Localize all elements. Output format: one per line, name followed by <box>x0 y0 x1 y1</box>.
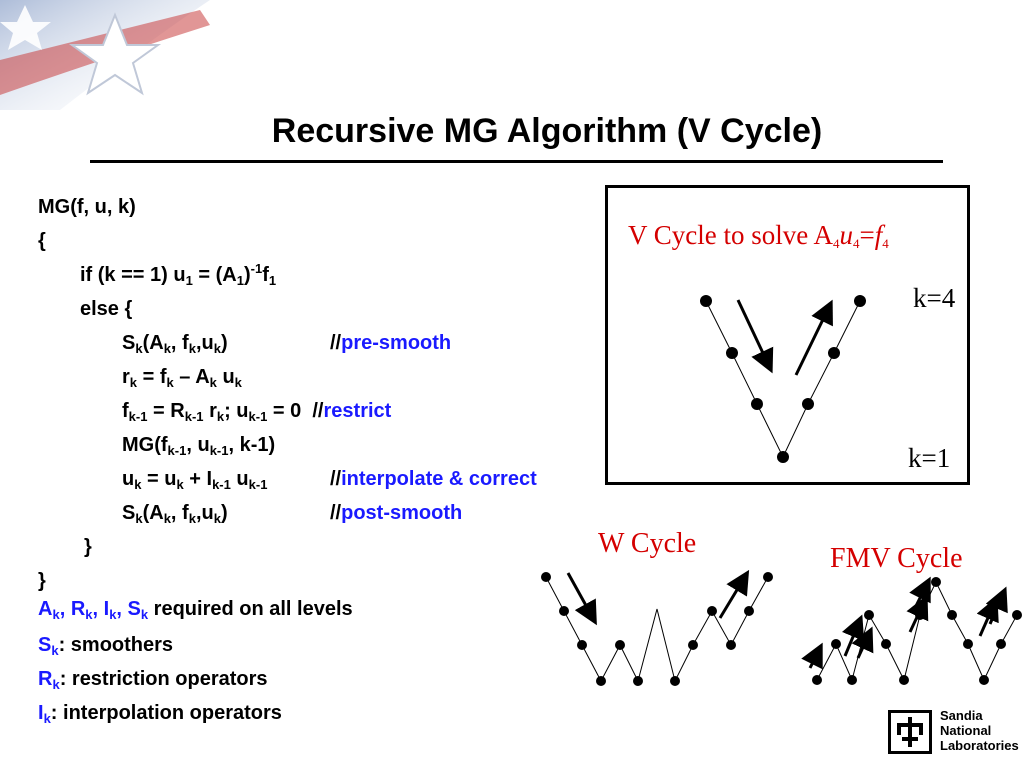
grid-node <box>707 606 717 616</box>
grid-node <box>899 675 909 685</box>
comment-interpolate: //interpolate & correct <box>330 468 537 490</box>
slide-title: Recursive MG Algorithm (V Cycle) <box>271 112 823 150</box>
grid-node <box>700 295 712 307</box>
up-arrow-icon <box>718 569 750 619</box>
star-icon <box>0 5 51 50</box>
code-line-post-smooth: Sk(Ak, fk,uk) <box>122 502 228 526</box>
fmv-cycle-diagram <box>801 576 1022 685</box>
grid-node <box>828 347 840 359</box>
grid-node <box>596 676 606 686</box>
grid-node <box>777 451 789 463</box>
grid-node <box>847 675 857 685</box>
code-line-pre-smooth: Sk(Ak, fk,uk) <box>122 332 228 356</box>
sandia-logo: Sandia National Laboratories <box>888 708 1019 758</box>
grid-node <box>751 398 763 410</box>
grid-node <box>670 676 680 686</box>
code-line-residual: rk = fk – Ak uk <box>122 366 242 390</box>
code-line-restrict: fk-1 = Rk-1 rk; uk-1 = 0 //restrict <box>122 400 392 424</box>
grid-node <box>744 606 754 616</box>
level-label-top: k=4 <box>913 283 956 313</box>
note-interpolation: Ik: interpolation operators <box>38 702 282 726</box>
code-line-recursive-call: MG(fk-1, uk-1, k-1) <box>122 434 276 458</box>
level-label-bottom: k=1 <box>908 443 951 473</box>
grid-node <box>559 606 569 616</box>
code-line-signature: MG(f, u, k) <box>38 196 136 218</box>
code-line-close-brace: } <box>38 570 46 592</box>
grid-node <box>615 640 625 650</box>
up-arrow-icon <box>801 642 823 670</box>
grid-node <box>688 640 698 650</box>
comment-restrict: //restrict <box>312 400 392 422</box>
code-line-open-brace: { <box>38 230 46 252</box>
up-arrow-icon <box>906 594 929 633</box>
up-arrow-icon <box>851 626 874 659</box>
down-arrow-icon <box>736 299 774 374</box>
comment-pre-smooth: //pre-smooth <box>330 332 452 354</box>
grid-node <box>996 639 1006 649</box>
note-restriction: Rk: restriction operators <box>38 668 268 692</box>
note-smoothers: Sk: smoothers <box>38 634 174 658</box>
up-arrow-icon <box>794 299 833 376</box>
grid-node <box>831 639 841 649</box>
code-line-base-case: if (k == 1) u1 = (A1)-1f1 <box>80 261 277 288</box>
grid-node <box>963 639 973 649</box>
grid-node <box>802 398 814 410</box>
grid-node <box>577 640 587 650</box>
grid-node <box>864 610 874 620</box>
grid-node <box>931 577 941 587</box>
sandia-logo-text: Sandia National Laboratories <box>940 708 1019 753</box>
note-required: Ak, Rk, Ik, Sk required on all levels <box>38 598 353 622</box>
star-icon <box>68 12 162 96</box>
grid-node <box>633 676 643 686</box>
grid-node <box>763 572 773 582</box>
grid-node <box>881 639 891 649</box>
grid-node <box>1012 610 1022 620</box>
star-banner-graphic <box>0 0 210 110</box>
grid-node <box>979 675 989 685</box>
v-cycle-panel: V Cycle to solve A4u4=f4 k=4 k=1 <box>605 185 970 485</box>
up-arrow-icon <box>909 576 931 611</box>
v-cycle-diagram <box>700 295 866 463</box>
grid-node <box>854 295 866 307</box>
sandia-thunderbird-icon <box>888 710 932 754</box>
up-arrow-icon <box>842 614 865 657</box>
grid-node <box>812 675 822 685</box>
fmv-cycle-label: FMV Cycle <box>830 543 963 574</box>
code-line-correct: uk = uk + Ik-1 uk-1 <box>122 468 268 492</box>
v-cycle-caption: V Cycle to solve A4u4=f4 <box>628 220 889 251</box>
w-cycle-label: W Cycle <box>598 528 697 559</box>
grid-node <box>726 640 736 650</box>
up-arrow-icon <box>985 586 1008 625</box>
comment-post-smooth: //post-smooth <box>330 502 463 524</box>
grid-node <box>541 572 551 582</box>
grid-node <box>947 610 957 620</box>
grid-node <box>726 347 738 359</box>
code-line-else: else { <box>80 298 133 320</box>
w-cycle-diagram <box>541 569 773 686</box>
down-arrow-icon <box>566 572 597 626</box>
code-line-close-else: } <box>84 536 92 558</box>
title-underline <box>90 160 943 163</box>
